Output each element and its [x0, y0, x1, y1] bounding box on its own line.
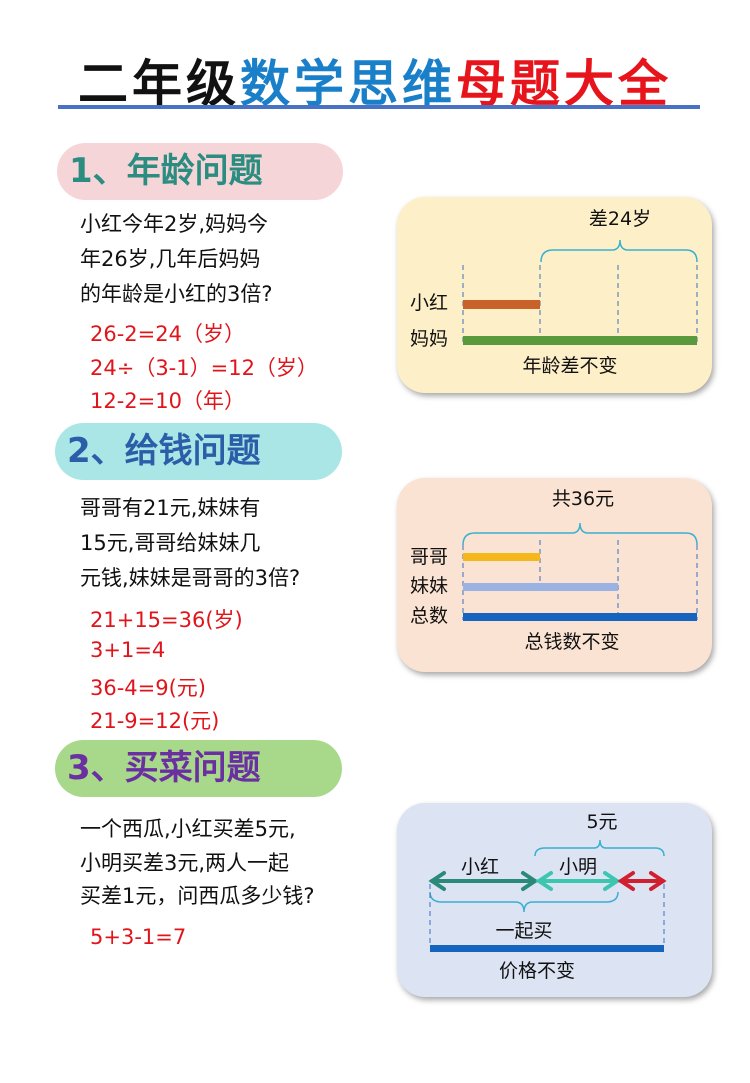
problem-line: 15元,哥哥给妹妹几	[80, 531, 261, 555]
shopping-diagram-svg: 5元 小红 小明 一起买 价格不变	[428, 811, 667, 982]
title-part-3: 母题大全	[456, 54, 672, 113]
section-heading-money: 2、给钱问题	[55, 423, 342, 480]
title-part-1: 二年级	[78, 54, 240, 113]
solution-line: 24÷（3-1）=12（岁）	[90, 356, 318, 380]
problem-line: 年26岁,几年后妈妈	[80, 247, 261, 271]
title-underline	[58, 105, 700, 109]
solution-line: 26-2=24（岁）	[90, 322, 245, 346]
brace-label: 5元	[586, 811, 617, 833]
xiaoming-arrow	[535, 871, 621, 891]
solution-line: 3+1=4	[90, 638, 166, 662]
dashed-guides	[462, 265, 698, 345]
dashed-guides	[462, 540, 698, 620]
brace	[540, 239, 698, 263]
xiaohong-arrow	[428, 871, 539, 891]
title-part-2: 数学思维	[240, 54, 456, 113]
caption: 价格不变	[499, 960, 575, 982]
problem-line: 元钱,妹妹是哥哥的3倍?	[80, 566, 301, 590]
lower-brace-label: 一起买	[495, 920, 552, 942]
mama-bar	[463, 336, 697, 345]
arrow-label: 小明	[559, 856, 597, 878]
price-bar	[430, 945, 664, 952]
solution-line: 21-9=12(元)	[90, 709, 220, 733]
money-diagram-svg: 共36元 哥哥 妹妹 总数 总钱数不变	[410, 488, 698, 653]
problem-line: 的年龄是小红的3倍?	[80, 282, 273, 306]
solution-line: 12-2=10（年）	[90, 389, 245, 413]
problem-line: 小明买差3元,两人一起	[80, 851, 290, 875]
problem-line: 一个西瓜,小红买差5元,	[80, 817, 296, 841]
shopping-diagram: 5元 小红 小明 一起买 价格不变	[397, 803, 712, 997]
caption: 总钱数不变	[524, 631, 619, 653]
row-label: 妈妈	[410, 328, 448, 350]
brace-label: 共36元	[552, 488, 614, 510]
row-label: 哥哥	[410, 546, 448, 568]
meimei-bar	[463, 583, 618, 591]
brace	[462, 522, 698, 546]
section-heading-age: 1、年龄问题	[57, 143, 343, 200]
section-heading-vegetables: 3、买菜问题	[55, 740, 342, 797]
age-diagram-svg: 差24岁 小红 妈妈 年龄差不变	[410, 208, 698, 377]
total-bar	[463, 613, 697, 621]
difference-arrow	[617, 871, 667, 891]
solution-line: 21+15=36(岁)	[90, 608, 243, 632]
solution-line: 5+3-1=7	[90, 925, 187, 949]
solution-line: 36-4=9(元)	[90, 676, 207, 700]
money-diagram: 共36元 哥哥 妹妹 总数 总钱数不变	[397, 478, 712, 672]
problem-line: 小红今年2岁,妈妈今	[80, 212, 269, 236]
row-label: 小红	[410, 292, 448, 314]
page-title: 二年级数学思维母题大全	[0, 44, 750, 116]
lower-brace	[429, 891, 619, 913]
problem-line: 哥哥有21元,妹妹有	[80, 496, 261, 520]
caption: 年龄差不变	[522, 355, 617, 377]
row-label: 总数	[410, 605, 448, 627]
row-label: 妹妹	[410, 575, 448, 597]
xiaohong-bar	[463, 300, 540, 309]
upper-brace	[534, 839, 665, 857]
dashed-guides	[429, 884, 665, 946]
age-diagram: 差24岁 小红 妈妈 年龄差不变	[397, 197, 712, 393]
brace-label: 差24岁	[589, 208, 651, 230]
gege-bar	[463, 553, 540, 561]
problem-line: 买差1元，问西瓜多少钱?	[80, 884, 315, 908]
arrow-label: 小红	[461, 856, 499, 878]
